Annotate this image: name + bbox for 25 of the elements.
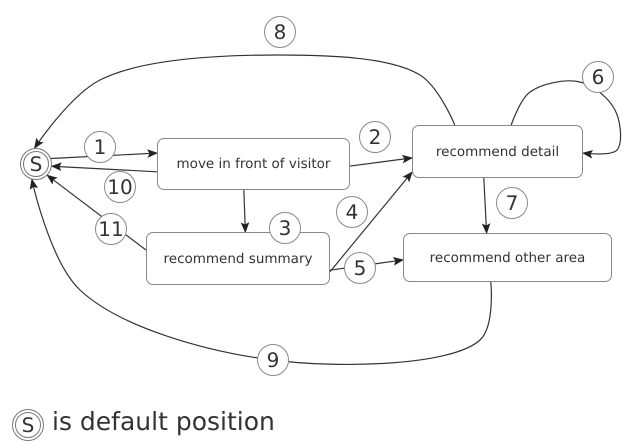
legend-text: is default position	[52, 407, 275, 436]
state-circle: S	[12, 409, 44, 441]
state-box: recommend other area	[403, 233, 612, 282]
edge-label: 7	[496, 187, 528, 219]
arrow	[482, 178, 490, 234]
state-box: recommend detail	[412, 125, 583, 178]
state-box: move in front of visitor	[157, 138, 350, 190]
arrow	[330, 171, 413, 272]
arrow	[240, 190, 250, 234]
arrow	[350, 154, 414, 167]
edge-label: 6	[582, 61, 614, 93]
edge-label: 10	[104, 171, 136, 203]
edge-label: 5	[344, 252, 376, 284]
edge-label: 1	[84, 131, 116, 163]
edge-label: 11	[95, 213, 127, 245]
arrow	[50, 162, 158, 172]
edge-label: 2	[359, 121, 391, 153]
edge-label: 4	[336, 196, 368, 228]
arrow	[30, 178, 492, 365]
arrow	[34, 54, 456, 149]
edge-label: 8	[264, 16, 296, 48]
arrow	[510, 80, 622, 158]
edge-label: 9	[257, 344, 289, 376]
state-circle: S	[20, 148, 52, 180]
edge-label: 3	[269, 212, 301, 244]
